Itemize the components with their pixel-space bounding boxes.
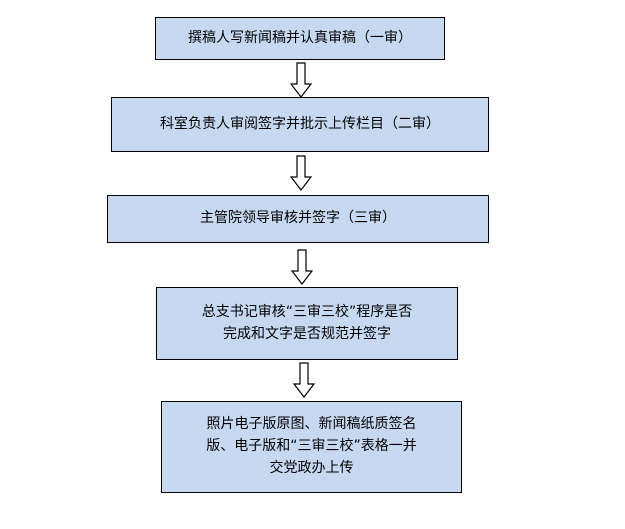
flow-step-1-text: 撰稿人写新闻稿并认真审稿（一审）: [188, 29, 412, 46]
flow-step-5-line-3: 交党政办上传: [269, 459, 354, 476]
flow-step-2-text: 科室负责人审阅签字并批示上传栏目（二审）: [160, 115, 440, 132]
flow-step-3-text: 主管院领导审核并签字（三审）: [200, 210, 396, 227]
down-arrow-3: [291, 249, 313, 285]
flow-step-2: 科室负责人审阅签字并批示上传栏目（二审）: [111, 97, 489, 152]
flow-step-5: 照片电子版原图、新闻稿纸质签名 版、电子版和“三审三校”表格一并 交党政办上传: [161, 401, 462, 493]
flow-step-4-line-2: 完成和文字是否规范并签字: [222, 325, 391, 342]
down-arrow-4: [293, 362, 315, 398]
flow-step-4: 总支书记审核“三审三校”程序是否 完成和文字是否规范并签字: [156, 287, 458, 360]
down-arrow-2: [290, 155, 312, 191]
down-arrow-1: [290, 62, 312, 98]
flow-step-4-line-1: 总支书记审核“三审三校”程序是否: [201, 303, 413, 320]
flow-step-5-line-1: 照片电子版原图、新闻稿纸质签名: [206, 416, 417, 433]
flow-step-3: 主管院领导审核并签字（三审）: [107, 195, 489, 243]
flow-step-5-text: 照片电子版原图、新闻稿纸质签名 版、电子版和“三审三校”表格一并 交党政办上传: [206, 414, 417, 479]
flow-step-1: 撰稿人写新闻稿并认真审稿（一审）: [155, 17, 445, 60]
flow-step-5-line-2: 版、电子版和“三审三校”表格一并: [206, 438, 417, 455]
flow-step-4-text: 总支书记审核“三审三校”程序是否 完成和文字是否规范并签字: [202, 302, 413, 345]
